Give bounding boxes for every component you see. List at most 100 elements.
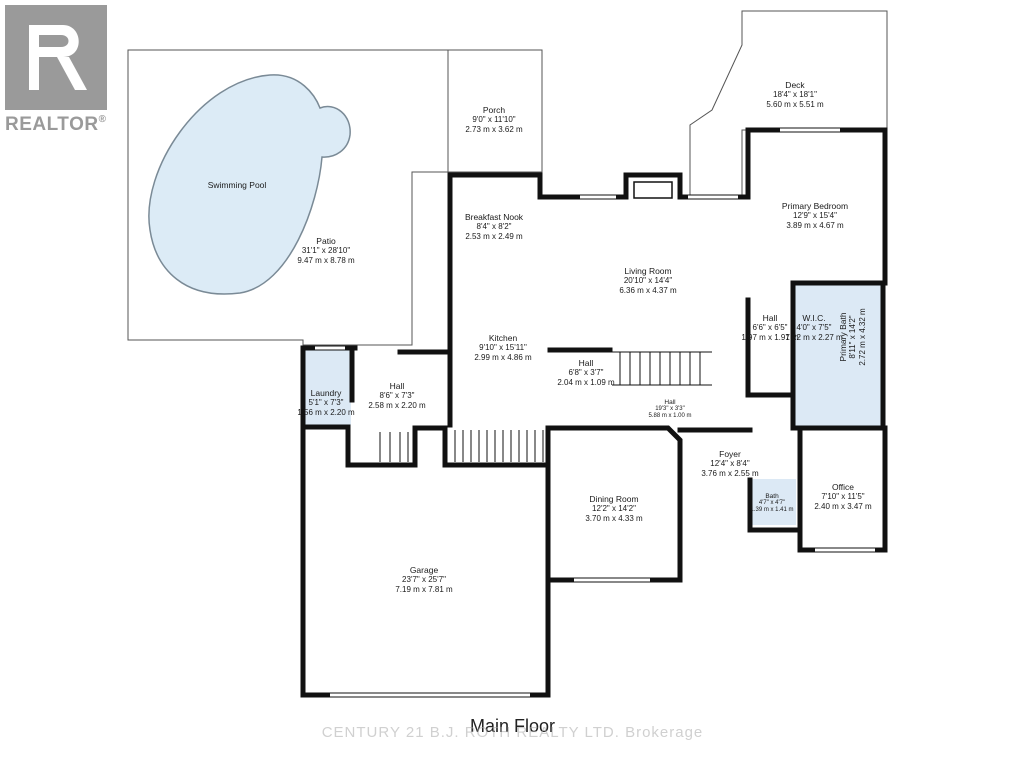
porch-outline — [447, 49, 543, 173]
wall-kitchen-north — [447, 172, 629, 200]
room-dim-metric: 2.73 m x 3.62 m — [465, 125, 523, 134]
room-living: Living Room 20'10" x 14'4" 6.36 m x 4.37… — [619, 266, 676, 296]
room-dim-metric: 3.70 m x 4.33 m — [585, 514, 643, 523]
windows — [315, 128, 875, 697]
room-dim-imperial: 8'6" x 7'3" — [379, 391, 415, 400]
room-name: Patio — [316, 236, 336, 246]
room-dim-imperial: 8'4" x 8'2" — [476, 222, 512, 231]
room-name: Hall — [762, 313, 778, 323]
room-hall-center: Hall 6'8" x 3'7" 2.04 m x 1.09 m — [557, 358, 614, 388]
wall-garage-top — [300, 424, 363, 468]
room-dim-metric: 1.97 m x 1.97 m — [741, 333, 799, 342]
staircase-garage — [454, 430, 544, 462]
room-dim-imperial: 6'6" x 6'5" — [752, 323, 788, 332]
room-dim-imperial: 7'10" x 11'5" — [821, 492, 865, 501]
room-breakfast-nook: Breakfast Nook 8'4" x 8'2" 2.53 m x 2.49… — [465, 212, 523, 242]
wall-chimney — [623, 172, 683, 200]
room-dim-metric: 2.72 m x 4.32 m — [858, 308, 867, 366]
room-dim-imperial: 9'0" x 11'10" — [472, 115, 516, 124]
room-name: Swimming Pool — [207, 180, 267, 190]
room-dim-imperial: 9'10" x 15'11" — [479, 343, 527, 352]
realtor-wordmark: REALTOR® — [5, 114, 107, 135]
room-kitchen: Kitchen 9'10" x 15'11" 2.99 m x 4.86 m — [474, 333, 531, 363]
room-name: Living Room — [624, 266, 672, 276]
room-hall-long: Hall 19'3" x 3'3" 5.88 m x 1.00 m — [648, 399, 691, 420]
room-dim-imperial: 12'4" x 8'4" — [710, 459, 750, 468]
realtor-logo — [5, 5, 117, 145]
room-dim-metric: 2.04 m x 1.09 m — [557, 378, 615, 387]
room-porch: Porch 9'0" x 11'10" 2.73 m x 3.62 m — [465, 105, 522, 135]
room-dim-metric: 2.99 m x 4.86 m — [474, 353, 532, 362]
room-dim-metric: 1.56 m x 2.20 m — [297, 408, 355, 417]
room-name: Dining Room — [589, 494, 639, 504]
realtor-r-icon — [5, 5, 107, 110]
room-wic: W.I.C. 4'0" x 7'5" 1.22 m x 2.27 m — [785, 313, 842, 343]
room-name: Laundry — [310, 388, 342, 398]
room-dim-imperial: 12'9" x 15'4" — [793, 211, 837, 220]
room-bath: Bath 4'7" x 4'7" 1.39 m x 1.41 m — [750, 493, 793, 514]
room-primary-bath: Primary Bath 8'11" x 14'2" 2.72 m x 4.32… — [838, 308, 868, 365]
room-dim-metric: 3.76 m x 2.55 m — [701, 469, 759, 478]
wall-bath — [747, 477, 799, 533]
room-dim-imperial: 31'1" x 28'10" — [301, 246, 351, 255]
room-dim-imperial: 4'0" x 7'5" — [796, 323, 832, 332]
room-dim-metric: 2.53 m x 2.49 m — [465, 232, 523, 241]
wall-office — [797, 425, 888, 553]
staircase-center — [612, 351, 712, 386]
room-dim-imperial: 4'7" x 4'7" — [758, 500, 786, 506]
room-name: Deck — [785, 80, 805, 90]
room-dim-metric: 7.19 m x 7.81 m — [395, 585, 453, 594]
room-laundry: Laundry 5'1" x 7'3" 1.56 m x 2.20 m — [297, 388, 354, 418]
room-foyer: Foyer 12'4" x 8'4" 3.76 m x 2.55 m — [701, 449, 758, 479]
room-dim-imperial: 6'8" x 3'7" — [568, 368, 604, 377]
room-dim-metric: 2.58 m x 2.20 m — [368, 401, 426, 410]
laundry-fill — [303, 349, 351, 425]
room-dim-imperial: 19'3" x 3'3" — [655, 406, 685, 412]
room-dim-metric: 5.88 m x 1.00 m — [648, 413, 692, 419]
room-dining: Dining Room 12'2" x 14'2" 3.70 m x 4.33 … — [585, 494, 642, 524]
room-name: Primary Bedroom — [781, 201, 849, 211]
wall-stair-east — [442, 425, 551, 468]
fireplace — [633, 181, 673, 199]
room-dim-imperial: 18'4" x 18'1" — [773, 90, 817, 99]
room-name: Bath — [765, 493, 779, 500]
room-dim-metric: 6.36 m x 4.37 m — [619, 286, 677, 295]
room-pool: Swimming Pool — [208, 180, 267, 190]
room-dim-metric: 2.40 m x 3.47 m — [814, 502, 872, 511]
room-name: Hall — [389, 381, 405, 391]
brokerage-watermark: CENTURY 21 B.J. ROTH REALTY LTD. Brokera… — [321, 724, 704, 741]
room-dim-imperial: 23'7" x 25'7" — [402, 575, 446, 584]
room-dim-metric: 5.60 m x 5.51 m — [766, 100, 824, 109]
room-dim-metric: 3.89 m x 4.67 m — [786, 221, 844, 230]
room-patio: Patio 31'1" x 28'10" 9.47 m x 8.78 m — [297, 236, 354, 266]
room-name: Breakfast Nook — [464, 212, 524, 222]
room-name: Kitchen — [488, 333, 518, 343]
room-dim-imperial: 12'2" x 14'2" — [592, 504, 636, 513]
room-name: Hall — [578, 358, 594, 368]
room-deck: Deck 18'4" x 18'1" 5.60 m x 5.51 m — [766, 80, 823, 110]
room-name: Primary Bath — [838, 312, 848, 362]
room-hall-east: Hall 6'6" x 6'5" 1.97 m x 1.97 m — [741, 313, 798, 343]
primary-bath-fill — [793, 283, 883, 428]
room-garage: Garage 23'7" x 25'7" 7.19 m x 7.81 m — [395, 565, 452, 595]
wall-hall-east — [745, 297, 796, 398]
room-dim-metric: 1.22 m x 2.27 m — [785, 333, 843, 342]
wall-stair-west — [357, 425, 448, 468]
room-hall-west: Hall 8'6" x 7'3" 2.58 m x 2.20 m — [368, 381, 425, 411]
room-name: Foyer — [719, 449, 741, 459]
bath-fill — [752, 479, 796, 525]
swimming-pool — [148, 74, 351, 295]
room-dim-imperial: 20'10" x 14'4" — [623, 276, 673, 285]
room-name: Garage — [409, 565, 439, 575]
room-office: Office 7'10" x 11'5" 2.40 m x 3.47 m — [814, 482, 871, 512]
room-primary-bedroom: Primary Bedroom 12'9" x 15'4" 3.89 m x 4… — [782, 201, 848, 231]
wall-dining-north — [545, 425, 683, 583]
room-name: Porch — [482, 105, 506, 115]
room-name: Hall — [664, 399, 676, 406]
room-name: W.I.C. — [802, 313, 826, 323]
floor-title: Main Floor — [469, 716, 556, 736]
room-name: Office — [831, 482, 855, 492]
staircase-west — [379, 432, 409, 462]
room-dim-imperial: 8'11" x 14'2" — [848, 315, 857, 359]
